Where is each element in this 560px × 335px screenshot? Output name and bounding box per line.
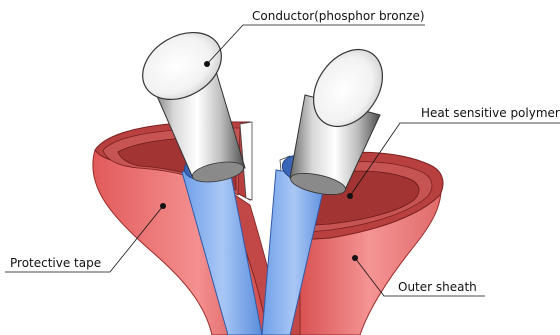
label-outer-sheath: Outer sheath xyxy=(398,280,477,294)
label-conductor: Conductor(phosphor bronze) xyxy=(252,9,425,23)
label-heat-polymer: Heat sensitive polymer xyxy=(421,106,560,120)
leader-line xyxy=(207,25,425,64)
label-protective-tape: Protective tape xyxy=(10,256,101,270)
callout-conductor: Conductor(phosphor bronze) xyxy=(204,9,425,67)
